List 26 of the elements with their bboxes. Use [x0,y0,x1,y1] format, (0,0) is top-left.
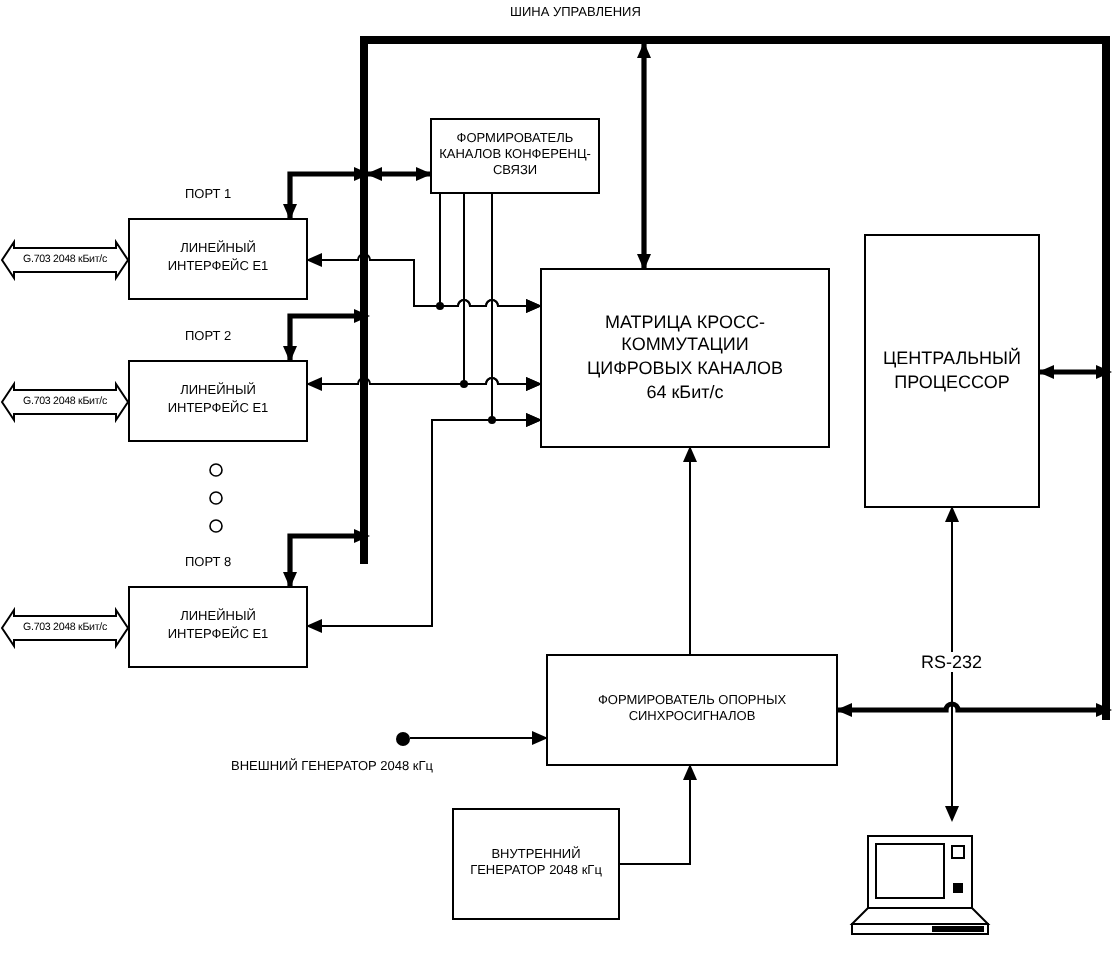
junction-dot [396,732,410,746]
connector-arrow [945,506,959,822]
line-interface-box [128,360,308,442]
connector-arrow [619,764,697,865]
matrix-box [540,268,830,448]
connector-arrow [283,309,370,362]
connector-arrow [283,529,370,588]
connector-arrow [1038,365,1112,379]
processor-box [864,234,1040,508]
connector-arrow [463,193,542,391]
connector-arrow [683,446,697,655]
line-interface-box [128,218,308,300]
edge-label: RS-232 [919,652,985,672]
line-interface-box [128,586,308,668]
connector-arrow [836,701,1112,717]
box-title: ЦЕНТРАЛЬНЫЙ ПРОЦЕССОР [880,347,1023,395]
generator-box [452,808,620,920]
connector-arrow [409,731,548,745]
connector-arrow [439,193,542,313]
conference-former-box [430,118,600,194]
connector-arrow [491,193,542,427]
connector-arrow [366,167,432,181]
sync-former-box [546,654,838,766]
connector-arrow [637,42,651,270]
box-title: МАТРИЦА КРОСС-КОММУТАЦИИ ЦИФРОВЫХ КАНАЛОВ [584,311,786,382]
rate-label: 64 кБит/с [646,381,724,405]
